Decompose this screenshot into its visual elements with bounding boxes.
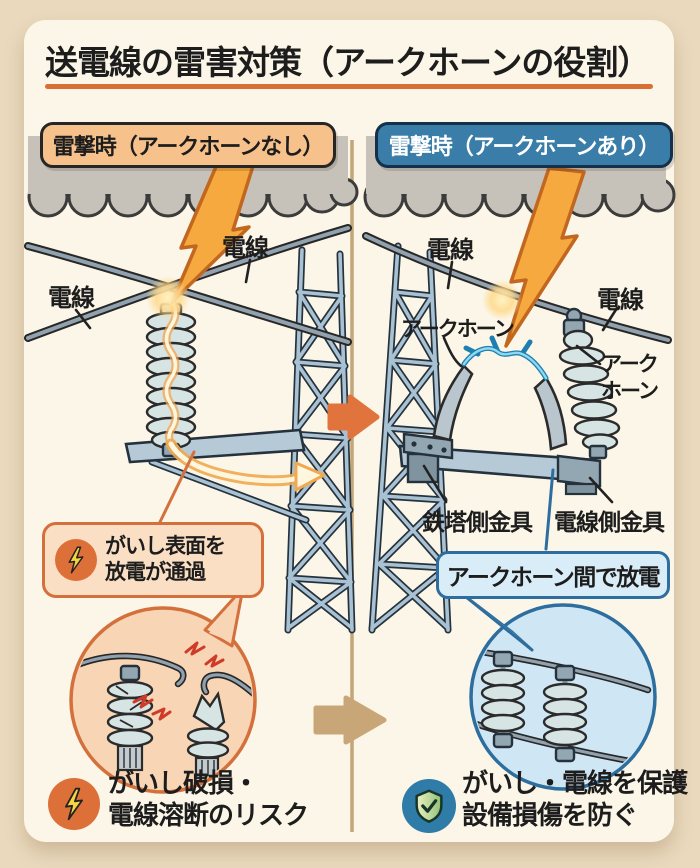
callout-surface-flashover: がいし表面を 放電が通過 [42,522,264,598]
arc-horn-wire-side [533,375,568,451]
label-archorn-left: アークホーン [401,318,515,341]
shield-check-icon [402,779,456,833]
lightning-bolt-icon [48,778,100,830]
right-arrow-icon-bottom [313,695,387,745]
arc-discharge-blue [461,335,549,381]
label-wire-right-top: 電線 [427,237,474,264]
callout-surface-flashover-text: がいし表面を 放電が通過 [105,535,226,584]
leader-archorn-left [442,336,463,368]
lightning-bolt-icon [55,539,97,581]
leader-wire-top-right [446,260,454,290]
page-title: 送電線の雷害対策（アークホーンの役割） [45,44,650,81]
lightning-bolt-left [170,160,255,304]
badge-with-archorn: 雷撃時（アークホーンあり） [375,122,673,168]
label-wire-left-side: 電線 [48,285,95,312]
leader-archorn-right [575,344,602,366]
label-fitting-wire: 電線側金具 [554,509,665,535]
lightning-bolt-right [504,166,586,348]
label-fitting-tower: 鉄塔側金具 [422,509,533,535]
badge-without-archorn: 雷撃時（アークホーンなし） [40,122,336,168]
insulator-string-right [558,307,621,460]
crossarm-right [398,432,602,496]
leader-fitting-wire [588,476,614,504]
power-line-right [362,232,672,344]
leader-wire-right [601,306,619,332]
strike-glow-left [146,276,190,320]
label-wire-right-side: 電線 [597,287,644,314]
leader-wire-left [74,308,92,330]
leader-wire-top-left [244,258,252,284]
benefit-text: がいし・電線を保護 設備損傷を防ぐ [462,768,688,830]
speech-bubble-protected [464,595,657,791]
badge-with-archorn-label: 雷撃時（アークホーンあり） [388,134,661,159]
leader-callout-right [544,468,555,551]
arc-horn-tower-side [432,364,474,442]
badge-without-archorn-label: 雷撃時（アークホーンなし） [52,134,325,159]
leader-fitting-tower [422,464,448,504]
label-archorn-right: アーク ホーン [601,353,659,403]
right-arrow-icon-middle [327,394,380,440]
speech-bubble-damage [69,586,257,794]
title-underline [45,84,653,89]
flashover-discharge-path [162,296,326,492]
tower-side-fitting [406,452,440,484]
callout-archorn-discharge: アークホーン間で放電 [436,551,670,599]
label-wire-left-top: 電線 [222,235,269,262]
strike-glow-right [482,280,522,320]
risk-text: がいし破損・ 電線溶断のリスク [108,768,309,830]
leader-callout-left [158,450,196,524]
